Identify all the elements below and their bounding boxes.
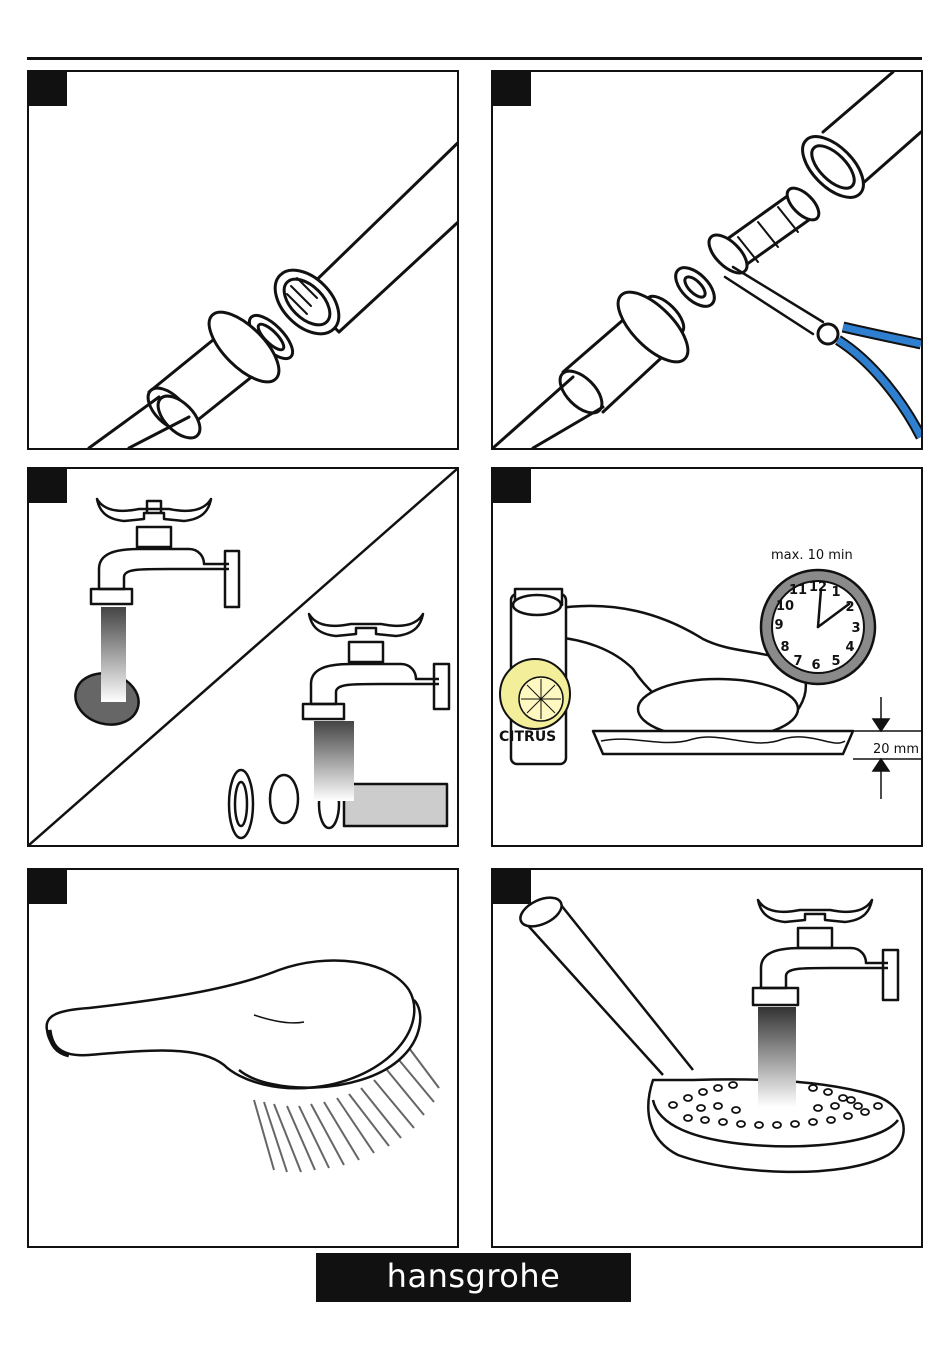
- faucet-rinse-illustration: [29, 469, 457, 845]
- clock-number-2: 2: [845, 600, 854, 615]
- clock-number-11: 11: [789, 583, 807, 598]
- clock-number-10: 10: [776, 599, 794, 614]
- top-rule: [27, 57, 922, 60]
- step-6-panel: [491, 868, 923, 1248]
- clock-number-12: 12: [809, 580, 827, 595]
- citrus-bottle-label: CITRUS: [499, 729, 556, 745]
- clock-number-4: 4: [845, 640, 854, 655]
- step-1-panel: [27, 70, 459, 450]
- clock-number-1: 1: [831, 585, 840, 600]
- hose-washer-illustration: [29, 72, 457, 448]
- clock-number-7: 7: [793, 654, 802, 669]
- timer-label: max. 10 min: [771, 548, 853, 563]
- step-5-panel: [27, 868, 459, 1248]
- clock-number-3: 3: [851, 621, 860, 636]
- clock-number-9: 9: [774, 618, 783, 633]
- citrus-soak-illustration: CITRUS max. 10 min 12 1 2 3 4 5 6 7 8 9 …: [493, 469, 921, 845]
- shower-spray-illustration: [29, 870, 457, 1246]
- clock-number-8: 8: [780, 640, 789, 655]
- step-4-panel: CITRUS max. 10 min 12 1 2 3 4 5 6 7 8 9 …: [491, 467, 923, 847]
- filter-pliers-illustration: [493, 72, 921, 448]
- shower-head-rinse-illustration: [493, 870, 921, 1246]
- clock-number-6: 6: [811, 658, 820, 673]
- step-3-panel: [27, 467, 459, 847]
- clock-number-5: 5: [831, 654, 840, 669]
- step-2-panel: [491, 70, 923, 450]
- depth-label: 20 mm: [873, 742, 919, 757]
- brand-logo: hansgrohe: [316, 1253, 631, 1302]
